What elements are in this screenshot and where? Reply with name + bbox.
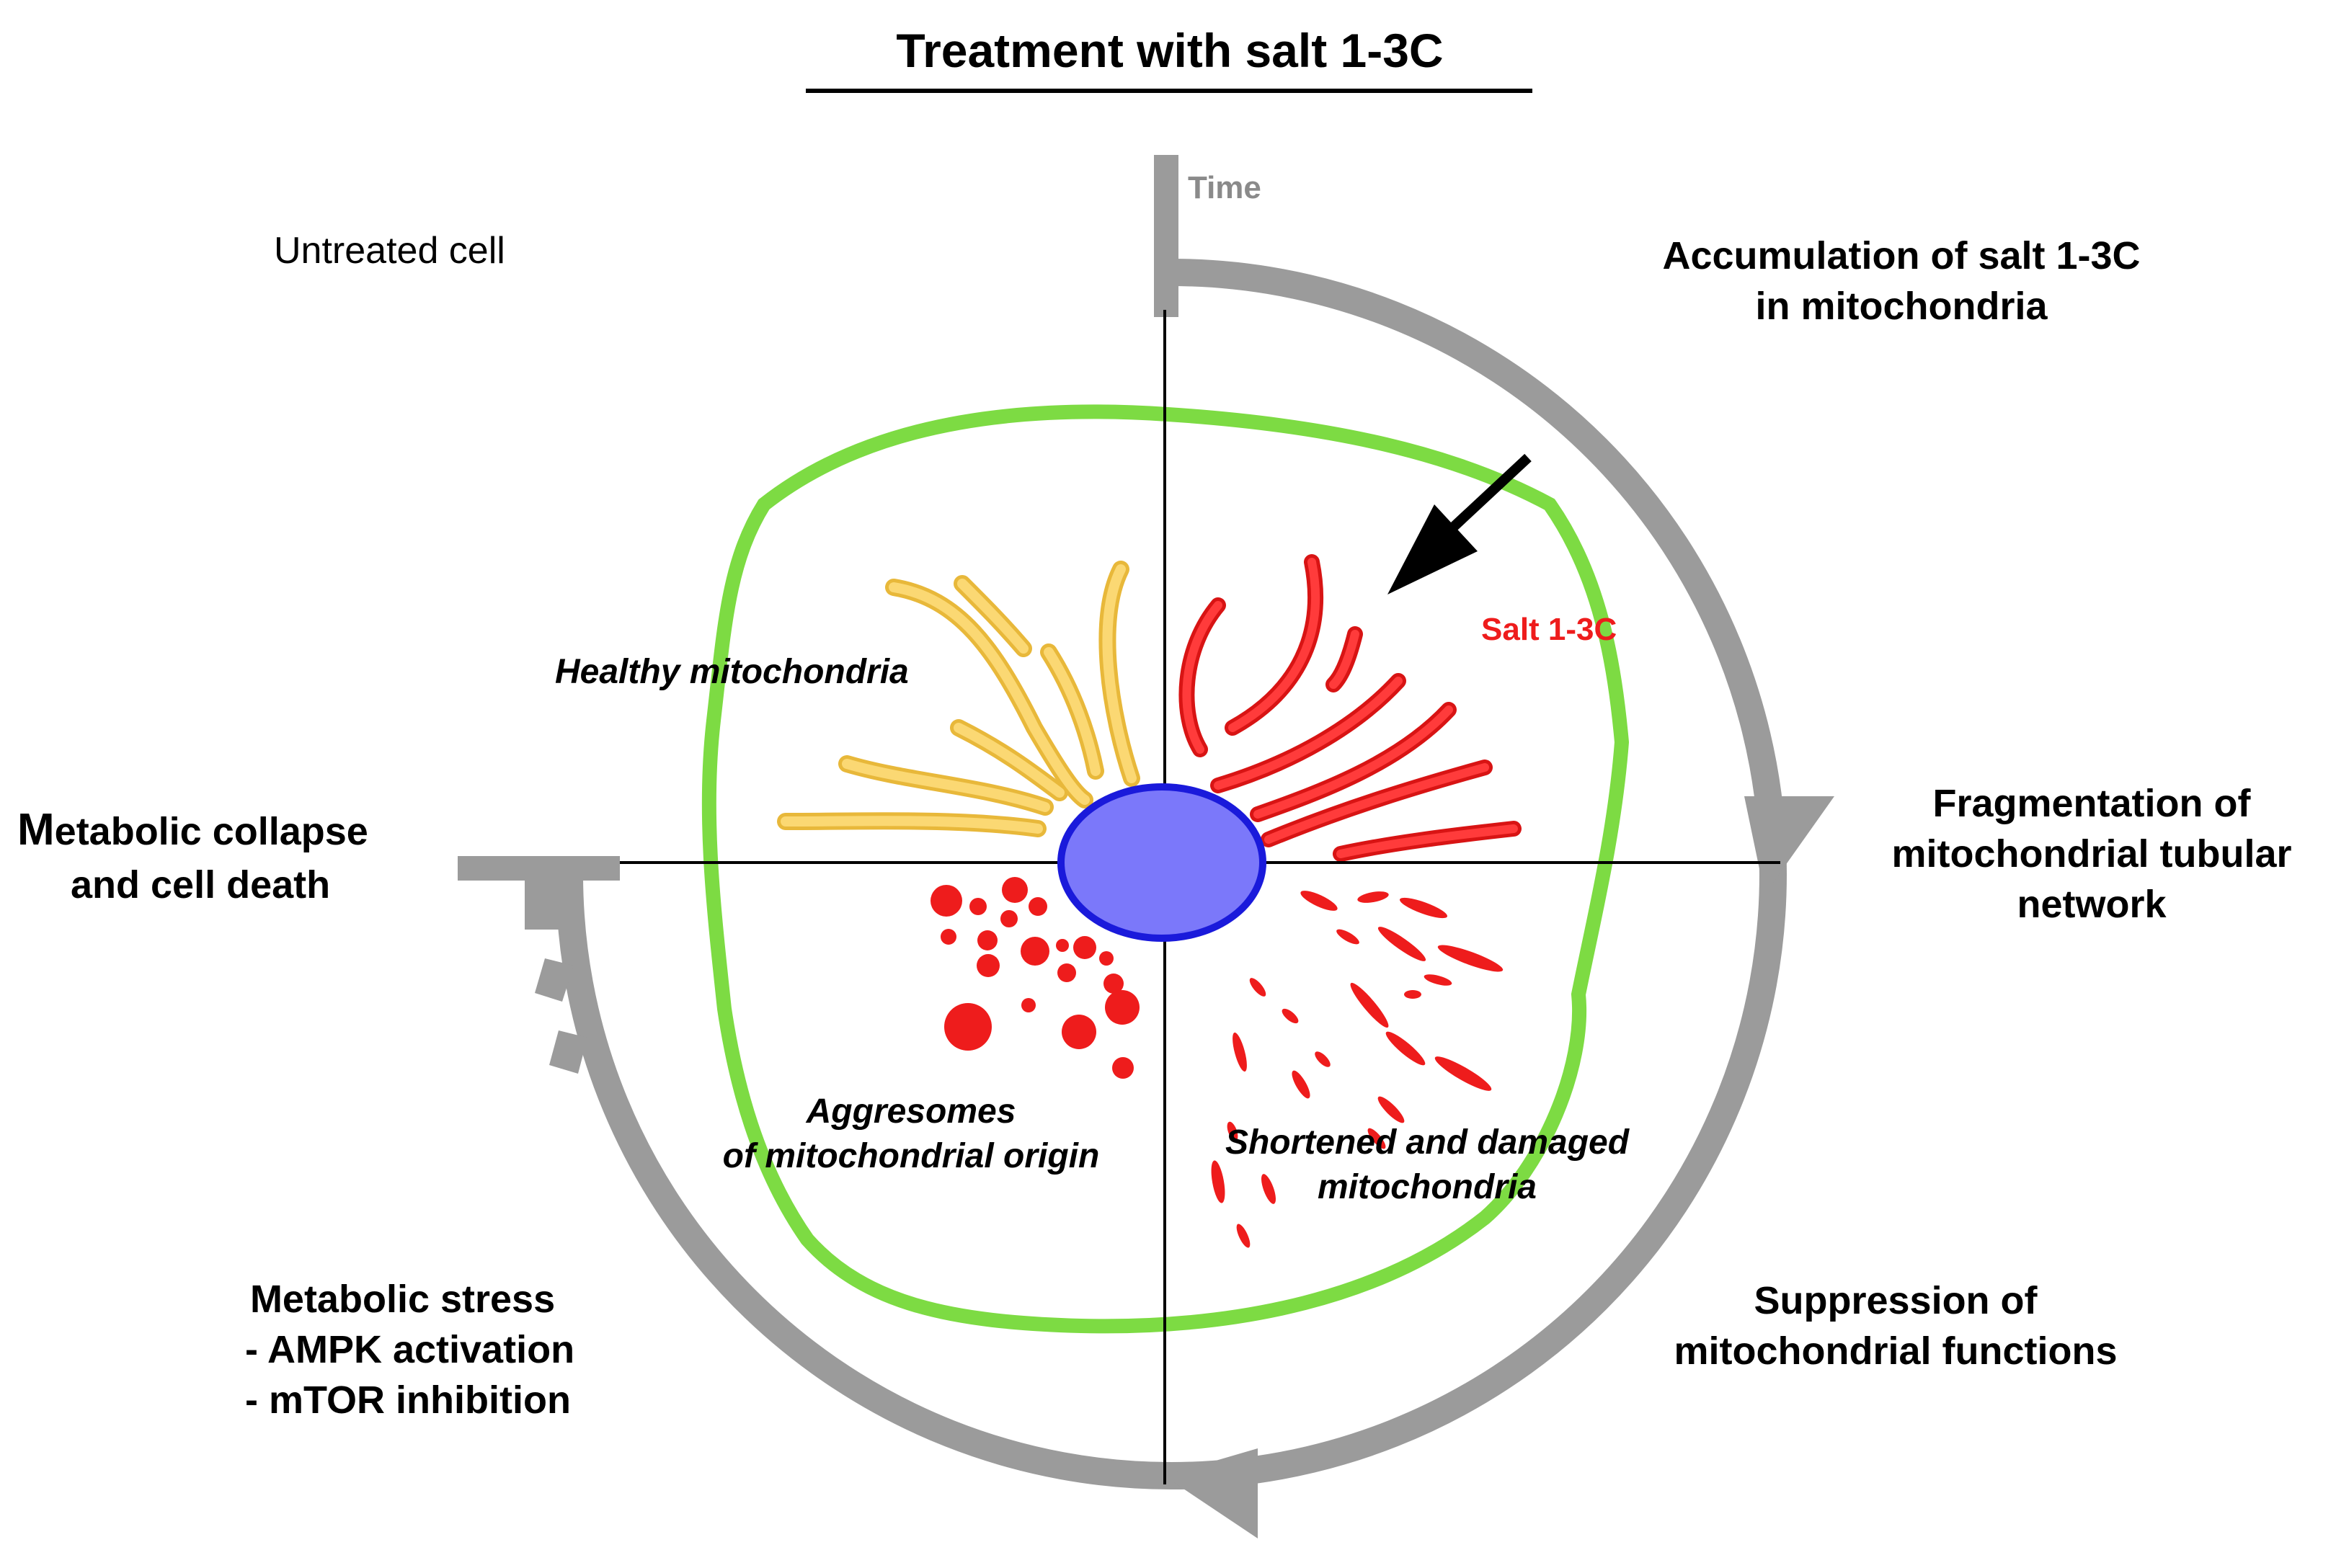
stage-metabolic-collapse: Metabolic collapse and cell death <box>17 805 368 906</box>
healthy-mitochondria-label: Healthy mitochondria <box>555 653 909 691</box>
stage-suppression: Suppression of mitochondrial functions <box>1674 1279 2118 1373</box>
stage-accumulation: Accumulation of salt 1-3C in mitochondri… <box>1662 234 2141 329</box>
time-axis-label: Time <box>1188 170 1261 205</box>
stage-fragmentation: Fragmentation of mitochondrial tubular n… <box>1891 782 2292 927</box>
aggresomes-label: Aggresomes of mitochondrial origin <box>722 1092 1100 1176</box>
page-title: Treatment with salt 1-3C <box>896 24 1444 77</box>
arrowhead-bottom <box>1164 1448 1258 1538</box>
accumulation-arrow <box>1387 453 1532 594</box>
time-cycle-arrow <box>458 155 1834 1538</box>
shortened-mitochondria-label: Shortened and damaged mitochondria <box>1225 1123 1630 1207</box>
stage-metabolic-stress: Metabolic stress - AMPK activation - mTO… <box>245 1278 575 1422</box>
cell-nucleus <box>1057 783 1266 942</box>
arrowhead-right <box>1744 796 1834 883</box>
untreated-cell-label: Untreated cell <box>274 230 505 272</box>
salt-treated-mitochondria <box>1178 554 1522 862</box>
cell-membrane <box>701 404 1630 1334</box>
healthy-mitochondria <box>777 561 1140 837</box>
damaged-mitochondria <box>1211 891 1504 1248</box>
aggresomes <box>931 877 1140 1079</box>
salt-label: Salt 1-3C <box>1481 612 1617 647</box>
